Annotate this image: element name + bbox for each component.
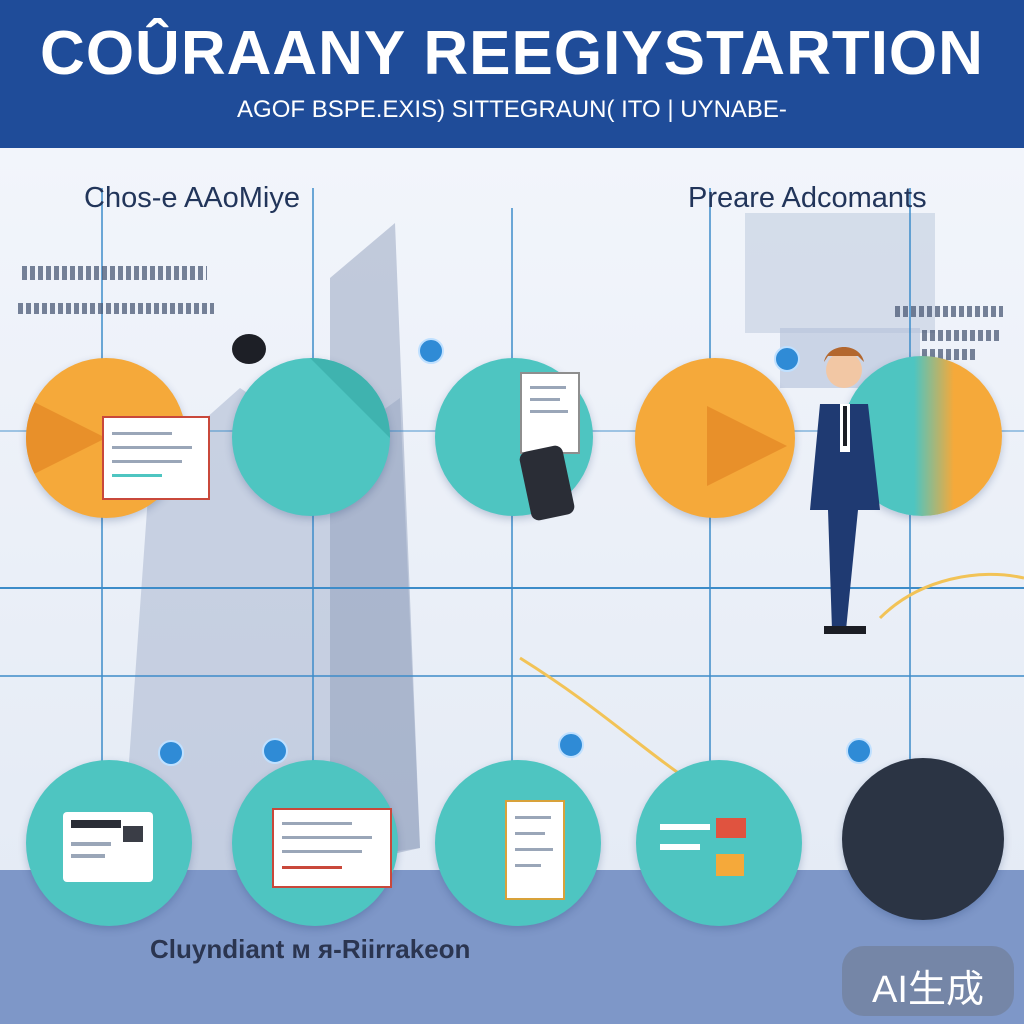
- scribble-text: [18, 303, 214, 314]
- step-circle-2: [232, 358, 390, 516]
- step-circle-4: [635, 358, 795, 518]
- paper-stack-icon: [520, 372, 580, 454]
- id-card-icon: [63, 812, 153, 882]
- step-circle-9: [636, 760, 802, 926]
- page-title: COÛRAANY REEGIYSTARTION: [40, 19, 984, 88]
- location-pin-icon: [846, 738, 872, 764]
- location-pin-icon: [262, 738, 288, 764]
- pin-icon: [232, 334, 266, 364]
- section-label-right: Preare Adcomants: [688, 182, 927, 214]
- circle-shade: [26, 398, 106, 478]
- document-icon: [102, 416, 210, 500]
- header-banner: COÛRAANY REEGIYSTARTION AGOF BSPE.EXIS) …: [0, 0, 1024, 148]
- ai-generated-badge: AI生成: [842, 946, 1014, 1016]
- location-pin-icon: [558, 732, 584, 758]
- step-circle-10: [842, 758, 1004, 920]
- location-pin-icon: [158, 740, 184, 766]
- location-pin-icon: [774, 346, 800, 372]
- chart-icon: [660, 818, 750, 878]
- section-label-left: Chos-e AAoMiye: [84, 182, 300, 214]
- circle-shade: [310, 358, 390, 438]
- scribble-text: [895, 306, 1003, 317]
- form-icon: [272, 808, 392, 888]
- page-subtitle: AGOF BSPE.EXIS) SITTEGRAUN( ITO | UYNABE…: [237, 96, 787, 123]
- certificate-icon: [505, 800, 565, 900]
- circle-shade: [707, 406, 787, 486]
- scribble-text: [922, 330, 1002, 341]
- businessman-illustration: [810, 347, 880, 634]
- ai-generated-badge-text: AI生成: [872, 969, 984, 1011]
- bottom-caption: Cluyndiant ᴍ ᴙ-Riirrakeon: [150, 934, 471, 964]
- decorative-swoosh: [878, 572, 1024, 620]
- skyscraper: [120, 388, 420, 888]
- scribble-text: [22, 266, 207, 280]
- location-pin-icon: [418, 338, 444, 364]
- scribble-text: [922, 349, 977, 360]
